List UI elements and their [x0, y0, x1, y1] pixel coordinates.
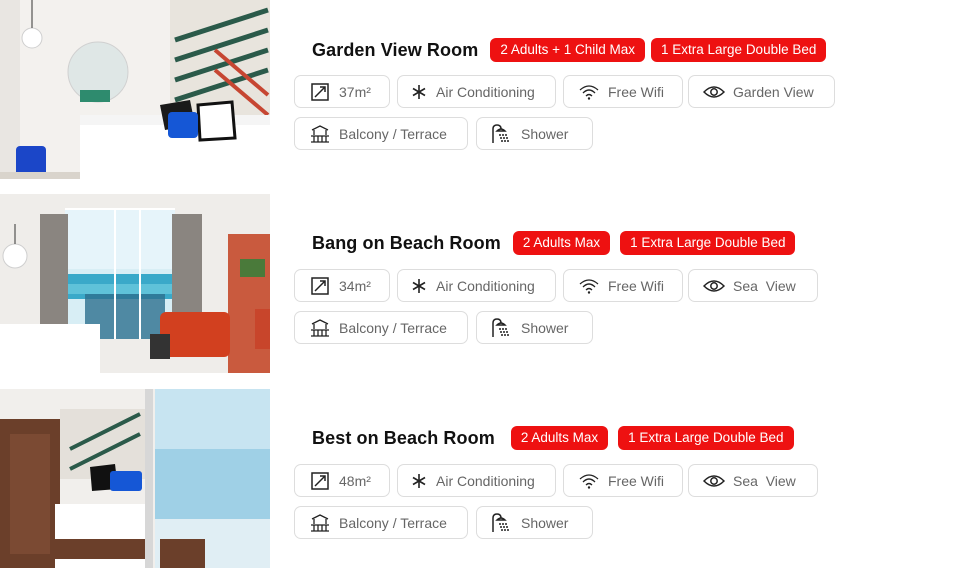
amenity-label: 48m²: [339, 472, 371, 489]
amenity-size: 48m²: [294, 464, 390, 497]
amenity-label: Sea View: [733, 472, 796, 489]
amenity-balcony: Balcony / Terrace: [294, 506, 468, 539]
amenity-balcony: Balcony / Terrace: [294, 117, 468, 150]
amenity-label: Shower: [521, 125, 569, 142]
eye-icon: [703, 81, 725, 103]
shower-icon: [491, 317, 513, 339]
amenity-view: Sea View: [688, 269, 818, 302]
resize-icon: [309, 275, 331, 297]
room-photo[interactable]: [0, 194, 270, 373]
amenity-label: Balcony / Terrace: [339, 514, 447, 531]
resize-icon: [309, 81, 331, 103]
amenity-size: 34m²: [294, 269, 390, 302]
occupancy-badge: 2 Adults Max: [510, 426, 609, 450]
amenity-label: Balcony / Terrace: [339, 319, 447, 336]
amenity-label: Balcony / Terrace: [339, 125, 447, 142]
shower-icon: [491, 123, 513, 145]
amenity-wifi: Free Wifi: [563, 269, 683, 302]
amenity-label: Free Wifi: [608, 83, 664, 100]
amenity-shower: Shower: [476, 311, 593, 344]
amenity-label: Shower: [521, 514, 569, 531]
shower-icon: [491, 512, 513, 534]
occupancy-badge: 2 Adults Max: [512, 231, 611, 255]
amenity-air-conditioning: Air Conditioning: [397, 464, 556, 497]
room-photo[interactable]: [0, 0, 270, 179]
room-title: Best on Beach Room: [312, 427, 495, 448]
wifi-icon: [578, 470, 600, 492]
wifi-icon: [578, 275, 600, 297]
amenity-label: 37m²: [339, 83, 371, 100]
snowflake-icon: [408, 275, 430, 297]
amenity-label: Air Conditioning: [436, 472, 535, 489]
room-photo[interactable]: [0, 389, 270, 568]
amenity-wifi: Free Wifi: [563, 464, 683, 497]
amenity-label: Free Wifi: [608, 277, 664, 294]
amenity-label: Garden View: [733, 83, 814, 100]
amenity-view: Sea View: [688, 464, 818, 497]
eye-icon: [703, 470, 725, 492]
bed-badge: 1 Extra Large Double Bed: [651, 38, 827, 62]
amenity-balcony: Balcony / Terrace: [294, 311, 468, 344]
balcony-icon: [309, 512, 331, 534]
amenity-view: Garden View: [688, 75, 835, 108]
amenity-air-conditioning: Air Conditioning: [397, 269, 556, 302]
amenity-wifi: Free Wifi: [563, 75, 683, 108]
amenity-label: Sea View: [733, 277, 796, 294]
amenity-shower: Shower: [476, 506, 593, 539]
balcony-icon: [309, 123, 331, 145]
wifi-icon: [578, 81, 600, 103]
amenity-air-conditioning: Air Conditioning: [397, 75, 556, 108]
resize-icon: [309, 470, 331, 492]
amenity-shower: Shower: [476, 117, 593, 150]
amenity-label: Air Conditioning: [436, 277, 535, 294]
occupancy-badge: 2 Adults + 1 Child Max: [490, 38, 646, 62]
balcony-icon: [309, 317, 331, 339]
snowflake-icon: [408, 81, 430, 103]
amenity-label: Shower: [521, 319, 569, 336]
amenity-label: 34m²: [339, 277, 371, 294]
amenity-label: Free Wifi: [608, 472, 664, 489]
amenity-label: Air Conditioning: [436, 83, 535, 100]
amenity-size: 37m²: [294, 75, 390, 108]
room-title: Bang on Beach Room: [312, 232, 501, 253]
room-title: Garden View Room: [312, 39, 479, 60]
bed-badge: 1 Extra Large Double Bed: [618, 426, 794, 450]
snowflake-icon: [408, 470, 430, 492]
bed-badge: 1 Extra Large Double Bed: [620, 231, 796, 255]
eye-icon: [703, 275, 725, 297]
